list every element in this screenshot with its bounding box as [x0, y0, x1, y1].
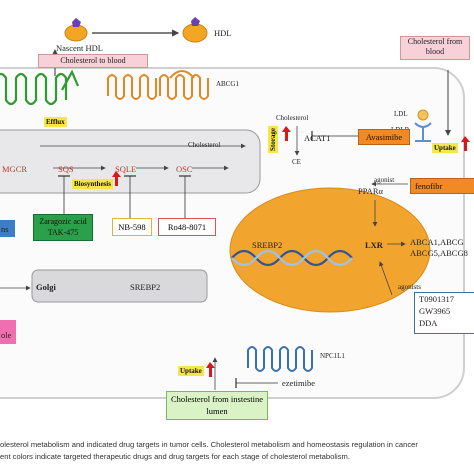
cholesterol-to-blood-box: Cholesterol to blood — [38, 54, 148, 68]
hdl-label: HDL — [214, 28, 232, 38]
nascent-hdl-particle — [64, 24, 88, 42]
osc-label: OSC — [176, 164, 193, 174]
storage-cholesterol-label: Cholesterol — [276, 114, 309, 122]
lxr-targets-label: ABCA1,ABCG — [410, 237, 464, 247]
agonists-label: agonists — [398, 283, 421, 291]
efflux-tag: Efflux — [44, 117, 67, 127]
red-arrows — [112, 126, 470, 377]
golgi-label: Golgi — [36, 282, 56, 292]
sqs-label: SQS — [58, 164, 74, 174]
nucleus — [229, 187, 431, 313]
intestine-uptake-tag: Uptake — [178, 366, 204, 376]
npc1l1-transporter — [247, 346, 313, 372]
golgi-apparatus — [31, 269, 208, 303]
fenofibrate-box: fenofibr — [410, 178, 474, 194]
ldl-label: LDL — [394, 110, 408, 118]
uptake-tag: Uptake — [432, 143, 458, 153]
cholesterol-from-blood-box: Cholesterol from blood — [400, 36, 470, 60]
ldlr-receptor — [414, 122, 432, 142]
avasimibe-box: Avasimibe — [358, 129, 410, 145]
azole-box — [0, 320, 16, 344]
npc1l1-label: NPC1L1 — [320, 352, 345, 360]
figure-caption-line2: ent colors indicate targeted therapeutic… — [0, 452, 350, 461]
dna-helix — [231, 249, 353, 267]
srebp2-nucleus-label: SREBP2 — [252, 240, 283, 250]
golgi-srebp2-label: SREBP2 — [130, 282, 161, 292]
storage-tag: Storage — [268, 126, 278, 153]
statins-label: ns — [1, 224, 9, 234]
sqle-label: SQLE — [115, 164, 137, 174]
hdl-marker — [191, 17, 200, 26]
figure-caption-line1: olesterol metabolism and indicated drug … — [0, 440, 418, 449]
agonists-arrow — [379, 261, 393, 296]
statins-box — [0, 220, 15, 237]
ce-label: CE — [292, 158, 301, 166]
hmgcr-label: MGCR — [2, 164, 28, 174]
lxr-label: LXR — [365, 240, 383, 250]
intestine-lumen-box: Cholesterol from instestine lumen — [166, 391, 268, 420]
lxr-targets-label-2: ABCG5,ABCG8 — [410, 248, 468, 258]
ppar-label: PPARα — [358, 186, 383, 196]
nascent-hdl-marker — [72, 18, 81, 27]
acat1-label: ACAT1 — [304, 133, 331, 143]
biosynthesis-tag: Biosynthesis — [72, 179, 113, 189]
abcg1-transporter — [107, 70, 209, 100]
nb598-box: NB-598 — [112, 218, 152, 236]
agonist-item: T0901317 — [419, 294, 454, 304]
ezetimibe-label: ezetimibe — [282, 378, 316, 388]
ldl-particle — [417, 109, 429, 121]
agonist-list-box: T0901317 GW3965 DDA — [414, 292, 474, 334]
abcg1-label: ABCG1 — [216, 80, 239, 88]
nascent-hdl-label: Nascent HDL — [56, 43, 103, 53]
azole-label: ole — [1, 330, 12, 340]
agonist-label: agonist — [374, 176, 395, 184]
zaragozic-box: Zaragozic acid TAK-475 — [33, 214, 93, 241]
agonist-item: GW3965 — [419, 306, 451, 316]
agonist-item: DDA — [419, 318, 438, 328]
green-transporter — [0, 69, 80, 106]
er-cholesterol-label: Cholesterol — [188, 141, 221, 149]
hdl-particle — [182, 23, 208, 43]
ro48-box: Ro48-8071 — [158, 218, 216, 236]
